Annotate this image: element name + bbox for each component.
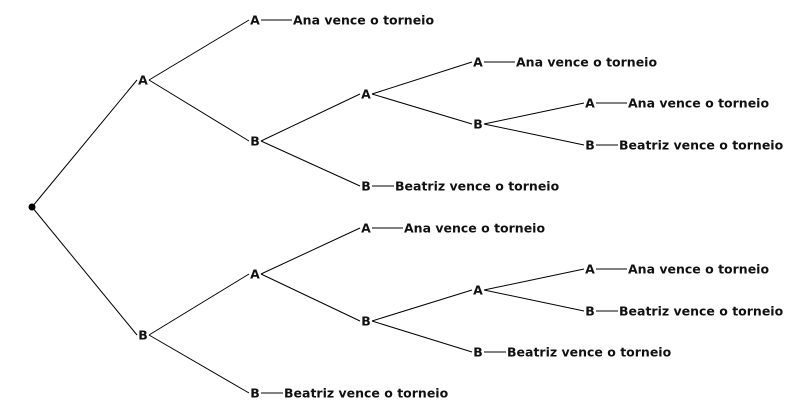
tree-branch	[260, 140, 361, 187]
outcome-label: Beatriz vence o torneio	[284, 386, 449, 401]
tree-branch	[260, 273, 361, 322]
tree-node-b: B	[473, 345, 483, 360]
tree-branch	[148, 273, 250, 336]
tree-node-b: B	[138, 328, 148, 343]
tree-branch	[371, 289, 473, 322]
tree-node-a: A	[473, 55, 483, 70]
tree-node-a: A	[585, 96, 595, 111]
tree-node-a: A	[138, 73, 148, 88]
outcome-label: Beatriz vence o torneio	[507, 345, 672, 360]
tree-branch	[483, 102, 585, 125]
outcome-label: Ana vence o torneio	[628, 262, 769, 277]
tree-branch	[483, 268, 585, 291]
tree-branch	[371, 320, 473, 353]
tree-node-a: A	[250, 267, 260, 282]
tree-node-a: A	[361, 221, 371, 236]
tree-node-b: B	[585, 138, 595, 153]
outcome-label: Ana vence o torneio	[293, 13, 434, 28]
tree-node-b: B	[473, 117, 483, 132]
tree-branch	[483, 289, 585, 312]
tree-branch	[148, 334, 250, 394]
tree-branch	[371, 93, 473, 125]
tree-branch	[31, 79, 138, 208]
outcome-label: Ana vence o torneio	[628, 96, 769, 111]
outcome-label: Ana vence o torneio	[516, 55, 657, 70]
tree-branch	[148, 19, 250, 81]
tree-node-b: B	[361, 179, 371, 194]
tree-branch	[371, 61, 473, 95]
tree-branch	[148, 79, 250, 142]
tree-node-a: A	[250, 13, 260, 28]
tree-branch	[260, 227, 361, 275]
outcome-label: Beatriz vence o torneio	[619, 138, 784, 153]
tree-node-b: B	[250, 134, 260, 149]
tree-node-a: A	[585, 262, 595, 277]
outcome-label: Beatriz vence o torneio	[395, 179, 560, 194]
tree-node-a: A	[361, 87, 371, 102]
root-node-dot	[28, 203, 36, 211]
tree-node-b: B	[250, 386, 260, 401]
tree-node-b: B	[361, 314, 371, 329]
outcome-label: Ana vence o torneio	[404, 221, 545, 236]
tree-branch	[31, 206, 138, 336]
tree-branch	[483, 123, 585, 146]
outcome-label: Beatriz vence o torneio	[619, 304, 784, 319]
tree-branch	[260, 93, 361, 142]
tree-node-b: B	[585, 304, 595, 319]
tree-node-a: A	[473, 283, 483, 298]
